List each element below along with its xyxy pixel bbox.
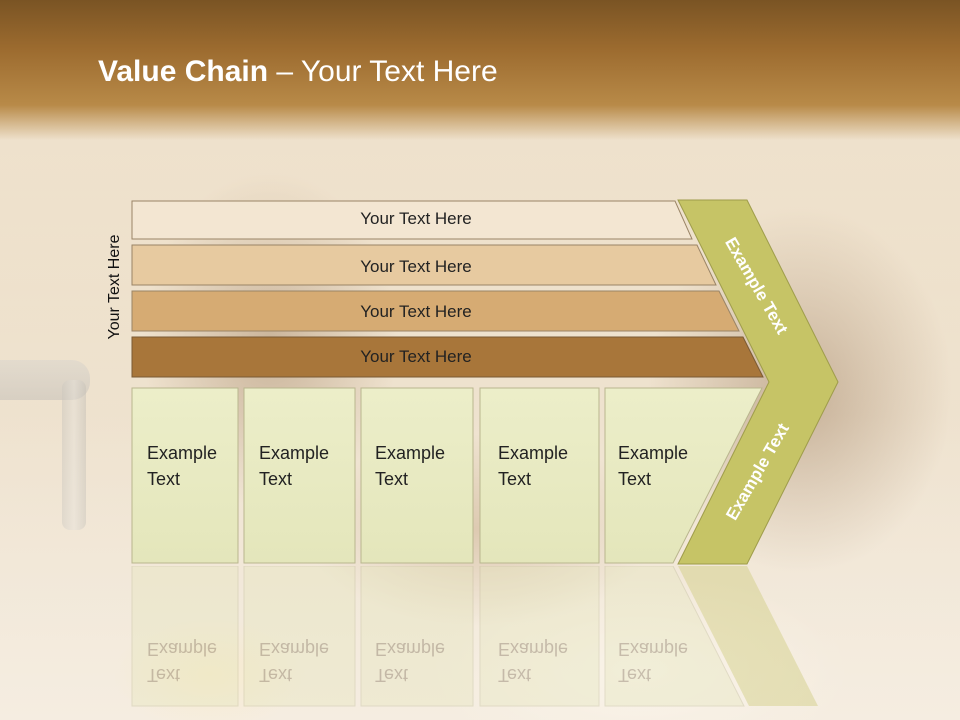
column-1-line2: Text xyxy=(147,469,181,489)
bar-1-label: Your Text Here xyxy=(360,209,472,228)
column-5-line1: Example xyxy=(618,443,689,463)
column-3-box[interactable] xyxy=(360,387,474,564)
slide-title[interactable]: Value Chain – Your Text Here xyxy=(98,55,498,89)
column-4-line1: Example xyxy=(498,443,569,463)
chevron-arrow[interactable] xyxy=(677,199,839,565)
bar-3-label: Your Text Here xyxy=(360,302,472,321)
column-3-line1: Example xyxy=(375,443,446,463)
column-1-box[interactable] xyxy=(131,387,239,564)
column-1-line1: Example xyxy=(147,443,218,463)
column-5-box[interactable] xyxy=(604,387,763,564)
bar-4-label: Your Text Here xyxy=(360,347,472,366)
slide-title-bold: Value Chain xyxy=(98,55,269,88)
column-5-line2: Text xyxy=(618,469,652,489)
column-4-line2: Text xyxy=(498,469,532,489)
bar-2-shape[interactable] xyxy=(131,244,717,286)
column-2-line1: Example xyxy=(259,443,330,463)
header-band xyxy=(0,0,960,140)
bar-2-label: Your Text Here xyxy=(360,257,472,276)
column-3-line2: Text xyxy=(375,469,409,489)
bar-1-shape[interactable] xyxy=(131,200,693,240)
column-2-line2: Text xyxy=(259,469,293,489)
column-2-box[interactable] xyxy=(243,387,356,564)
column-4-box[interactable] xyxy=(479,387,600,564)
bar-3-shape[interactable] xyxy=(131,290,740,332)
slide-title-rest: – Your Text Here xyxy=(268,55,498,88)
bar-4-shape[interactable] xyxy=(131,336,764,378)
